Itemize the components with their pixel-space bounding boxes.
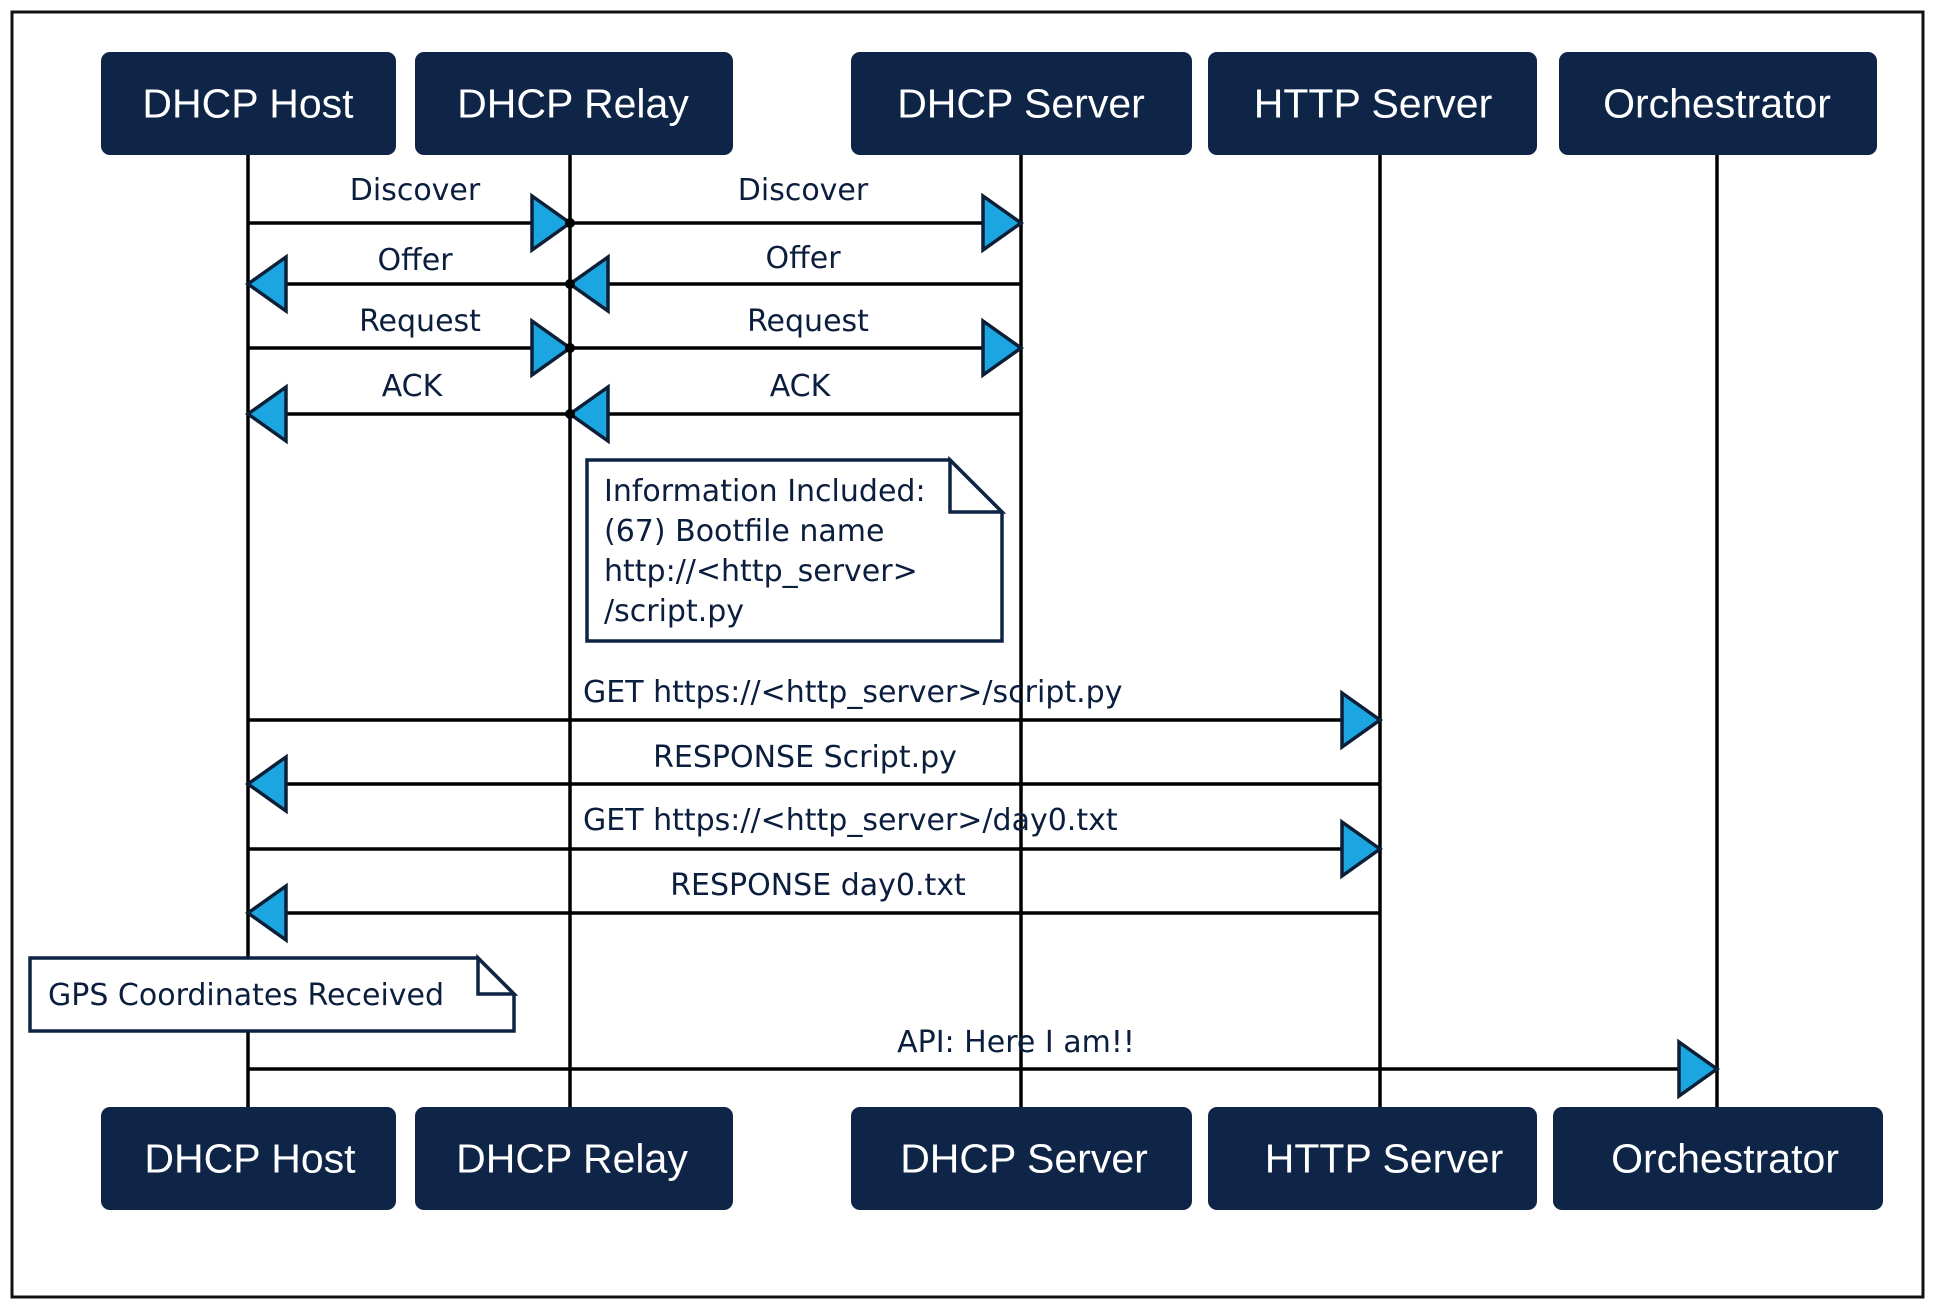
note-line: GPS Coordinates Received [48,978,444,1013]
message-11: GET https://<http_server>/day0.txt [248,803,1384,880]
note-gps: GPS Coordinates Received [28,953,519,1033]
actor-label: Orchestrator [1603,81,1831,127]
message-label: ACK [382,369,444,404]
note-line: Information Included: [604,474,926,509]
actor-box [851,1107,1192,1210]
message-2: Discover [570,173,1025,254]
actor-orchestrator-bottom: Orchestrator [1553,1107,1883,1210]
arrowhead [1677,1038,1721,1100]
note-fold-corner [948,455,1007,514]
actor-http-server-bottom: HTTP Server [1208,1107,1537,1210]
message-6: Request [570,304,1025,379]
arrowhead [244,253,288,315]
message-1: Discover [248,173,574,254]
actor-label: HTTP Server [1265,1136,1503,1182]
actor-box [101,1107,396,1210]
note-line: (67) Bootfile name [604,514,884,549]
actor-box [1208,1107,1537,1210]
arrowhead [530,317,574,379]
actor-box [1559,52,1877,155]
actor-relay-bottom: DHCP Relay [415,1107,733,1210]
message-label: API: Here I am!! [897,1025,1135,1060]
relay-junction-dot [565,279,575,289]
arrowhead [530,192,574,254]
note-fold-corner [476,953,519,996]
message-5: Request [248,304,574,379]
actor-box [1553,1107,1883,1210]
actor-host-bottom: DHCP Host [101,1107,396,1210]
actor-box [415,1107,733,1210]
message-4: Offer [566,241,1021,315]
actor-label: HTTP Server [1254,81,1492,127]
message-label: GET https://<http_server>/script.py [583,675,1122,710]
message-label: Request [747,304,869,339]
actor-label: DHCP Host [142,81,354,127]
diagram-frame [10,10,1925,1299]
arrowhead [244,383,288,445]
actor-label: DHCP Host [144,1136,356,1182]
message-label: RESPONSE day0.txt [670,868,966,903]
relay-junction-dot [565,218,575,228]
notes: Information Included: (67) Bootfile name h… [28,455,1007,1033]
message-label: RESPONSE Script.py [653,740,957,775]
actor-label: DHCP Server [897,81,1145,127]
relay-junction-dot [565,343,575,353]
note-body [28,956,516,1033]
message-3: Offer [244,243,570,315]
message-label: ACK [770,369,832,404]
actor-host-top: DHCP Host [101,52,396,155]
arrowhead [566,253,610,315]
message-9: GET https://<http_server>/script.py [248,675,1384,751]
message-8: ACK [566,369,1021,445]
actor-relay-top: DHCP Relay [415,52,733,155]
message-label: Offer [765,241,841,276]
actor-label: DHCP Relay [456,1136,688,1182]
lifelines [246,155,1719,1107]
message-7: ACK [244,369,570,445]
actor-dhcp-server-top: DHCP Server [851,52,1192,155]
relay-junction-dot [565,409,575,419]
note-dhcp-info: Information Included: (67) Bootfile name h… [585,455,1007,643]
actor-label: DHCP Server [900,1136,1148,1182]
actor-dhcp-server-bottom: DHCP Server [851,1107,1192,1210]
arrowhead [981,317,1025,379]
message-13: API: Here I am!! [248,1025,1721,1100]
message-label: Discover [350,173,481,208]
arrowhead [244,882,288,944]
arrowhead [1340,818,1384,880]
message-12: RESPONSE day0.txt [244,868,1380,944]
actor-label: DHCP Relay [457,81,689,127]
message-label: GET https://<http_server>/day0.txt [583,803,1118,838]
actor-box [101,52,396,155]
note-line: http://<http_server> [604,554,918,589]
arrowhead [244,753,288,815]
arrowhead [566,383,610,445]
arrowhead [981,192,1025,254]
actor-box [415,52,733,155]
note-line: /script.py [604,594,744,629]
actor-box [1208,52,1537,155]
message-label: Offer [377,243,453,278]
message-label: Request [359,304,481,339]
message-10: RESPONSE Script.py [244,740,1380,815]
arrowhead [1340,689,1384,751]
message-label: Discover [738,173,869,208]
actor-http-server-top: HTTP Server [1208,52,1537,155]
actor-label: Orchestrator [1611,1136,1839,1182]
note-body [585,458,1004,643]
actor-orchestrator-top: Orchestrator [1559,52,1877,155]
actor-box [851,52,1192,155]
